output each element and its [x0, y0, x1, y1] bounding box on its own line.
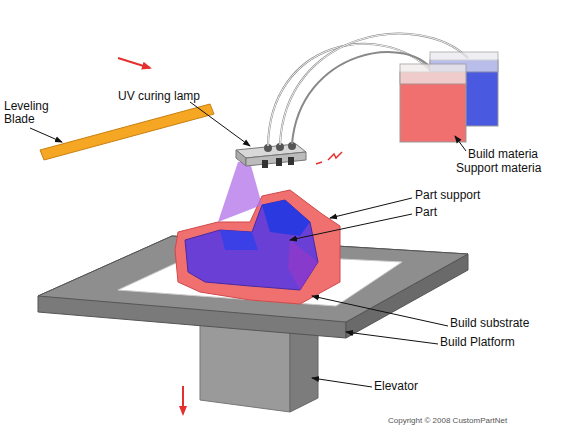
leader-line: [455, 136, 466, 151]
print-head-side: [236, 150, 246, 166]
leader-line: [330, 198, 412, 218]
part-shade: [288, 240, 318, 290]
leveling-blade: [40, 104, 214, 160]
motion-arrow: [182, 386, 184, 414]
part-top: [262, 200, 310, 236]
part-label: Leveling Blade: [4, 100, 60, 126]
leader-line: [312, 378, 372, 387]
part-label: Build materia: [468, 148, 538, 161]
part-support: [175, 190, 340, 304]
part-step: [220, 230, 258, 250]
leader-line: [346, 332, 438, 344]
nozzle: [276, 158, 282, 166]
nozzle: [262, 160, 268, 168]
uv-light: [218, 162, 262, 222]
print-head-front: [246, 152, 306, 166]
leader-line: [290, 214, 412, 240]
part: [185, 200, 318, 290]
leader-line: [312, 296, 448, 326]
feed-tube: [280, 34, 468, 145]
jet-mark: [316, 162, 322, 164]
part-label: Part support: [415, 189, 480, 202]
part-label: Elevator: [374, 380, 418, 393]
jet-mark: [328, 152, 342, 160]
leader-line: [30, 128, 62, 142]
part-label: Part: [415, 206, 437, 219]
motion-arrow: [118, 58, 150, 68]
feed-tube: [280, 34, 468, 145]
tank-lid: [400, 64, 466, 84]
part-label: UV curing lamp: [118, 90, 200, 103]
nozzle: [288, 157, 294, 165]
copyright-note: Copyright © 2008 CustomPartNet: [388, 416, 507, 425]
part-label: Support materia: [456, 162, 541, 175]
leader-line: [190, 102, 250, 146]
part-label: Build Platform: [440, 336, 515, 349]
part-label: Build substrate: [450, 317, 529, 330]
